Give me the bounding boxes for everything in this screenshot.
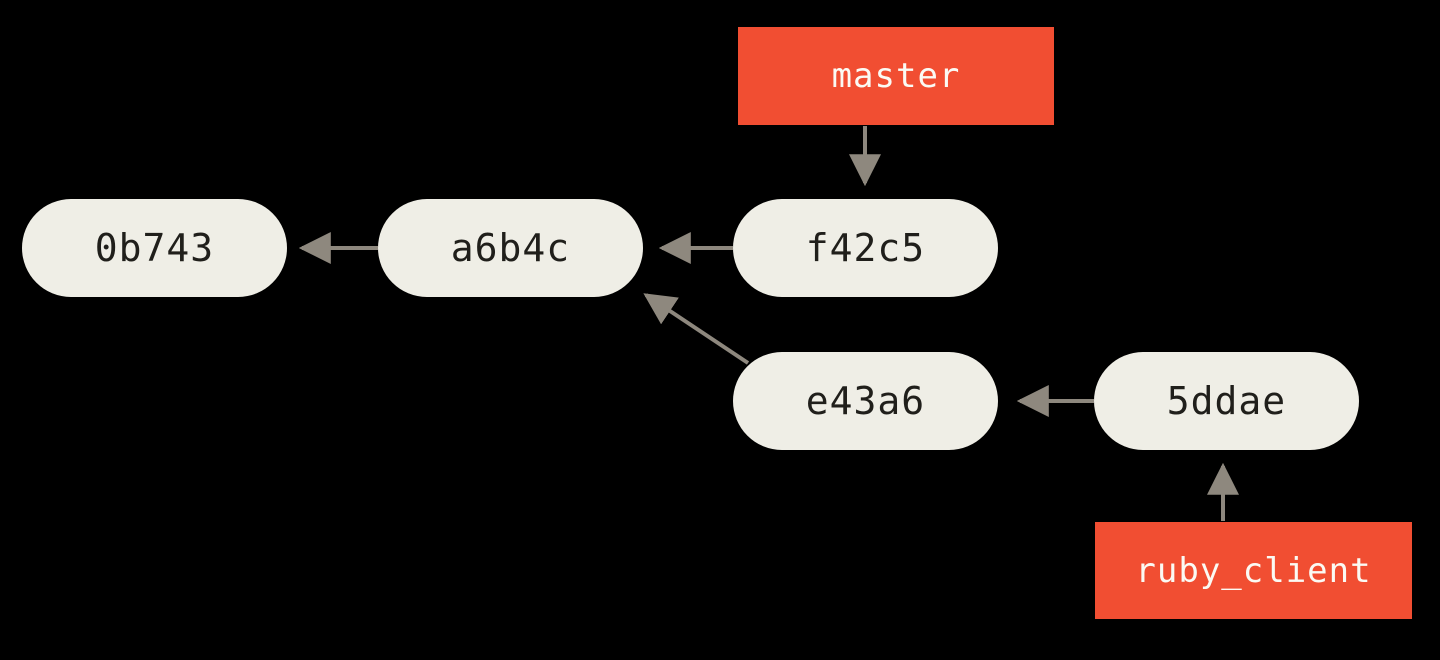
commit-node-0b743-label: 0b743 (94, 226, 215, 270)
branch-label-ruby-client: ruby_client (1095, 522, 1412, 619)
commit-node-0b743: 0b743 (22, 199, 287, 297)
commit-node-a6b4c: a6b4c (378, 199, 643, 297)
commit-node-5ddae-label: 5ddae (1166, 379, 1287, 423)
commit-node-e43a6-label: e43a6 (805, 379, 926, 423)
commit-node-5ddae: 5ddae (1094, 352, 1359, 450)
commit-node-a6b4c-label: a6b4c (450, 226, 571, 270)
commit-node-f42c5-label: f42c5 (805, 226, 926, 270)
branch-label-master-text: master (831, 56, 961, 96)
edge-e43a6-to-a6b4c-arrow (643, 293, 750, 365)
branch-label-ruby-client-text: ruby_client (1135, 550, 1372, 591)
commit-node-f42c5: f42c5 (733, 199, 998, 297)
commit-node-e43a6: e43a6 (733, 352, 998, 450)
branch-label-master: master (738, 27, 1054, 125)
